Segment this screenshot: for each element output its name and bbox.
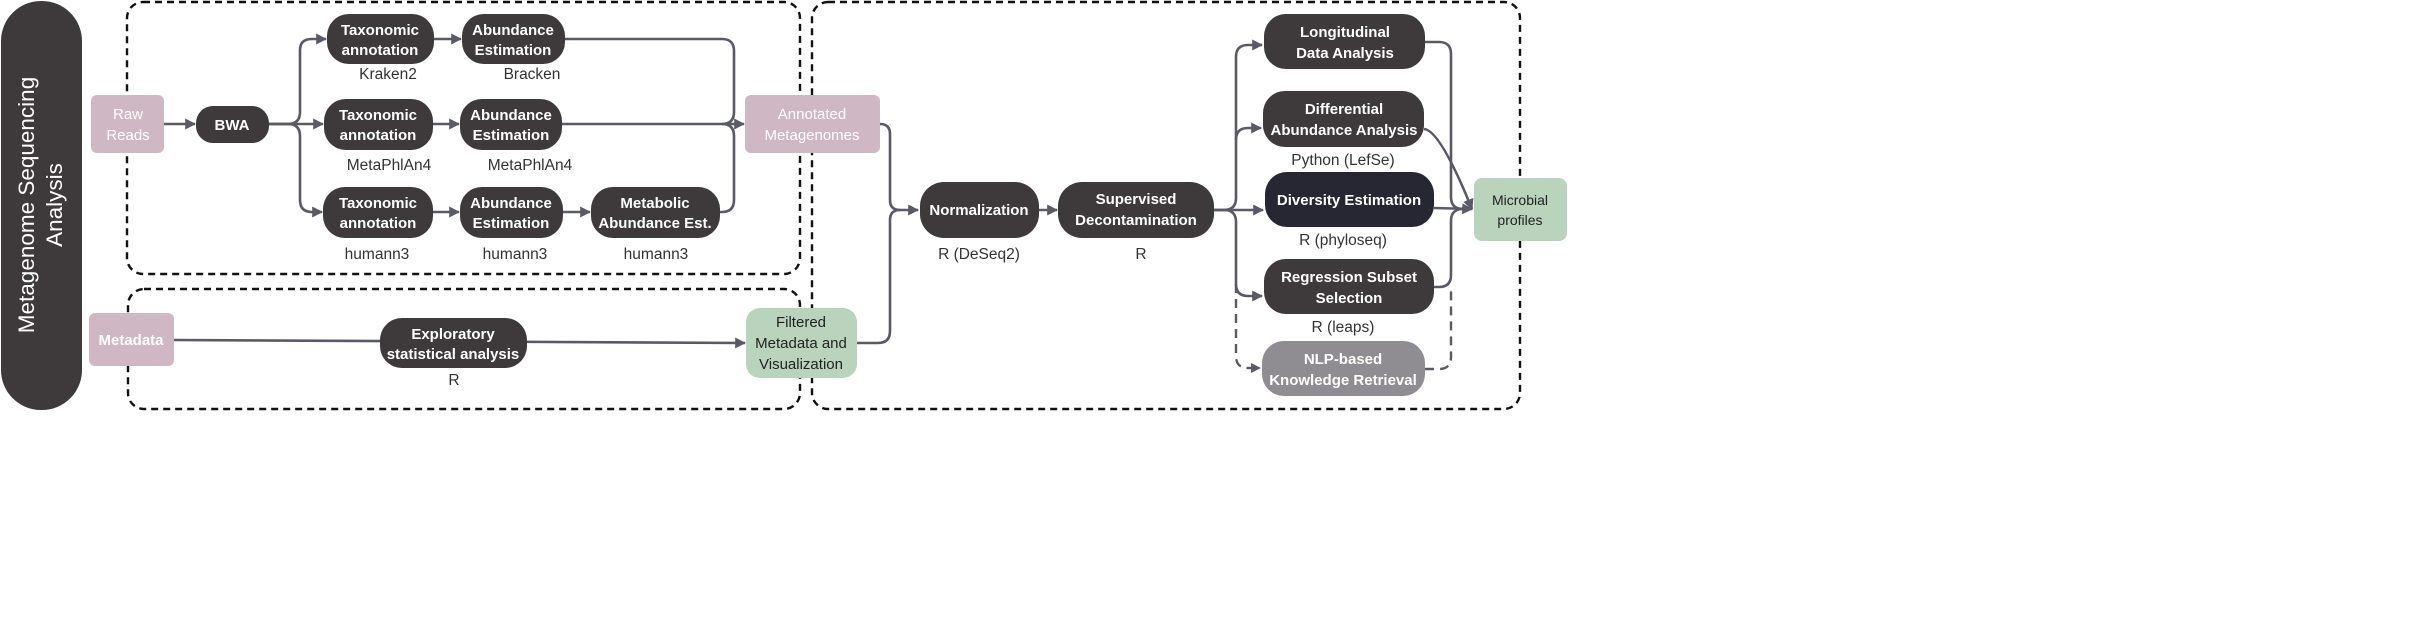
lefse-tool-label: Python (LefSe) xyxy=(1291,152,1394,169)
raw-reads-label-2: Reads xyxy=(106,127,149,144)
humann3-metabolic-tool-label: humann3 xyxy=(624,246,689,263)
abundance-estimation-node-metaphlan: Abundance Estimation xyxy=(460,99,562,150)
metaphlan4-annotation-tool-label: MetaPhlAn4 xyxy=(347,157,432,174)
taxonomic-annotation-node-metaphlan: Taxonomic annotation xyxy=(324,99,433,150)
annotated-label-2: Metagenomes xyxy=(764,127,859,144)
microbial-profiles-node: Microbial profiles xyxy=(1474,178,1567,241)
decontamination-node: Supervised Decontamination xyxy=(1058,182,1214,238)
abundance-label-3a: Abundance xyxy=(470,195,552,212)
normalization-node: Normalization xyxy=(920,182,1039,238)
metabolic-label-b: Abundance Est. xyxy=(598,215,711,232)
filtered-label-2: Metadata and xyxy=(755,335,847,352)
humann3-annotation-tool-label: humann3 xyxy=(345,246,410,263)
abundance-estimation-node-bracken: Abundance Estimation xyxy=(462,14,565,64)
abundance-estimation-node-humann: Abundance Estimation xyxy=(460,187,563,238)
longitudinal-label-2: Data Analysis xyxy=(1296,45,1394,62)
annotated-label-1: Annotated xyxy=(778,106,846,123)
filtered-metadata-node: Filtered Metadata and Visualization xyxy=(746,308,857,378)
metadata-node: Metadata xyxy=(89,313,174,366)
diversity-label: Diversity Estimation xyxy=(1277,192,1421,209)
title-banner: Metagenome Sequencing Analysis xyxy=(1,1,82,410)
title-banner-background xyxy=(1,1,82,410)
edges xyxy=(164,33,1474,374)
raw-reads-label-1: Raw xyxy=(113,106,143,123)
metaphlan4-abundance-tool-label: MetaPhlAn4 xyxy=(488,157,573,174)
humann3-abundance-tool-label: humann3 xyxy=(483,246,548,263)
taxonomic-annotation-node-humann: Taxonomic annotation xyxy=(323,187,433,238)
nlp-label-1: NLP-based xyxy=(1304,351,1382,368)
deseq2-tool-label: R (DeSeq2) xyxy=(938,246,1020,263)
annotation-label-2a: Taxonomic xyxy=(339,107,417,124)
exploratory-analysis-node: Exploratory statistical analysis xyxy=(380,318,527,368)
decontamination-label-1: Supervised xyxy=(1096,191,1177,208)
annotation-label-2b: annotation xyxy=(340,127,417,144)
banner-line-2: Analysis xyxy=(42,163,67,247)
phyloseq-tool-label: R (phyloseq) xyxy=(1299,232,1387,249)
abundance-label-3b: Estimation xyxy=(473,215,550,232)
microbial-label-2: profiles xyxy=(1497,212,1542,228)
differential-abundance-node: Differential Abundance Analysis xyxy=(1263,91,1424,147)
differential-label-1: Differential xyxy=(1305,101,1383,118)
nlp-retrieval-node: NLP-based Knowledge Retrieval xyxy=(1262,341,1425,396)
kraken2-tool-label: Kraken2 xyxy=(359,66,417,83)
metabolic-label-a: Metabolic xyxy=(620,195,689,212)
bwa-node: BWA xyxy=(196,106,269,143)
taxonomic-annotation-node-kraken: Taxonomic annotation xyxy=(327,14,434,64)
abundance-label-2a: Abundance xyxy=(470,107,552,124)
longitudinal-analysis-node: Longitudinal Data Analysis xyxy=(1264,14,1425,69)
nlp-label-2: Knowledge Retrieval xyxy=(1269,372,1417,389)
abundance-label-1b: Estimation xyxy=(475,42,552,59)
abundance-label-1a: Abundance xyxy=(472,22,554,39)
filtered-label-3: Visualization xyxy=(759,356,843,373)
microbial-label-1: Microbial xyxy=(1492,192,1548,208)
metabolic-abundance-node: Metabolic Abundance Est. xyxy=(591,187,720,238)
decontamination-label-2: Decontamination xyxy=(1075,212,1197,229)
raw-reads-node: Raw Reads xyxy=(91,95,164,153)
annotation-label-1b: annotation xyxy=(342,42,419,59)
exploratory-label-1: Exploratory xyxy=(411,326,495,343)
diversity-estimation-node: Diversity Estimation xyxy=(1265,172,1434,227)
exploratory-label-2: statistical analysis xyxy=(387,346,520,363)
decontamination-tool-label: R xyxy=(1135,246,1146,263)
bwa-label: BWA xyxy=(215,117,250,134)
annotation-label-3b: annotation xyxy=(340,215,417,232)
exploratory-tool-label: R xyxy=(448,372,459,389)
longitudinal-label-1: Longitudinal xyxy=(1300,24,1390,41)
bracken-tool-label: Bracken xyxy=(504,66,561,83)
banner-line-1: Metagenome Sequencing xyxy=(14,77,39,333)
leaps-tool-label: R (leaps) xyxy=(1312,319,1375,336)
annotated-metagenomes-node: Annotated Metagenomes xyxy=(745,95,880,153)
regression-label-2: Selection xyxy=(1316,290,1383,307)
filtered-label-1: Filtered xyxy=(776,314,826,331)
regression-label-1: Regression Subset xyxy=(1281,269,1417,286)
regression-subset-node: Regression Subset Selection xyxy=(1264,259,1434,314)
abundance-label-2b: Estimation xyxy=(473,127,550,144)
differential-label-2: Abundance Analysis xyxy=(1271,122,1418,139)
annotation-label-1a: Taxonomic xyxy=(341,22,419,39)
normalization-label: Normalization xyxy=(929,202,1028,219)
metadata-label: Metadata xyxy=(98,332,164,349)
annotation-label-3a: Taxonomic xyxy=(339,195,417,212)
